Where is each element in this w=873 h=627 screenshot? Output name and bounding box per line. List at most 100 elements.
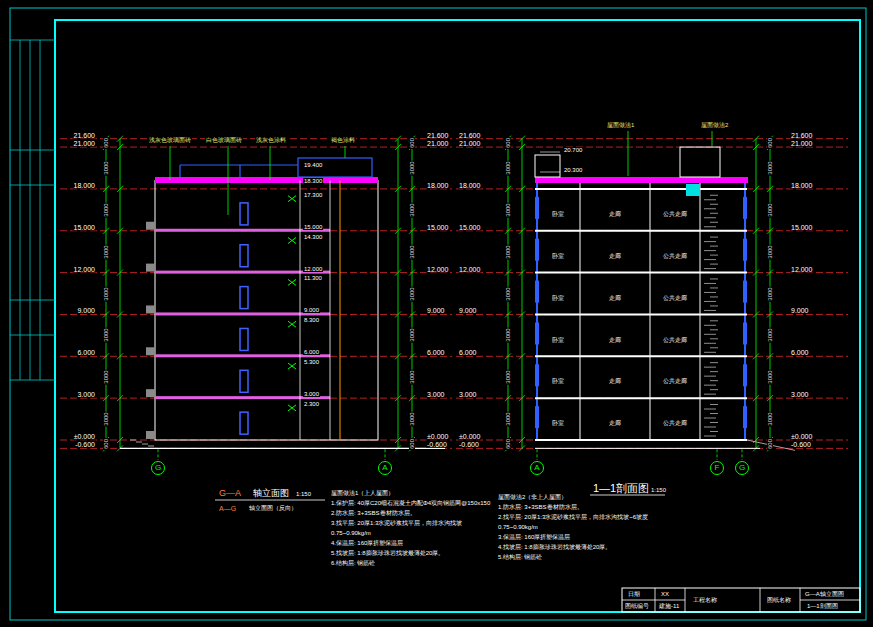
stair-step — [710, 264, 718, 265]
dimension-tick — [505, 270, 511, 276]
stair-mark — [288, 363, 296, 369]
stair-step — [710, 380, 718, 381]
roof-note: 2.找平层: 20厚1:3水泥砂浆找平层，向排水沟找坡~6坡度 — [497, 514, 649, 520]
room-name: 公共走廊 — [662, 253, 688, 259]
dimension: 3000 — [409, 160, 415, 175]
stair-wall — [300, 181, 301, 440]
dimension-tick — [767, 311, 773, 317]
roof-note: 3.保温层: 160厚挤塑保温层 — [497, 534, 571, 540]
stair-step — [710, 320, 718, 321]
stair-penthouse — [680, 147, 720, 177]
margin-strip-line — [10, 185, 55, 186]
dimension: 3000 — [103, 160, 109, 175]
level-mark: 12.000 — [790, 265, 813, 272]
level-mark: 12.000 — [426, 265, 449, 272]
leader-line — [270, 146, 271, 180]
dimension: 3000 — [103, 286, 109, 301]
level-line — [60, 188, 452, 189]
step — [148, 446, 154, 447]
dimension-tick — [395, 228, 401, 234]
room-name: 公共走廊 — [662, 337, 688, 343]
stair-step — [710, 371, 718, 372]
level-mark: 3.000 — [426, 391, 446, 398]
title-cell: 1—1剖面图 — [806, 603, 839, 609]
leader-line — [228, 146, 229, 215]
level-mark: 21.600 — [426, 131, 449, 138]
level-mark: ±0.000 — [426, 433, 449, 440]
dimension-tick — [519, 437, 525, 443]
floor-slab — [535, 355, 747, 357]
stair-rail — [340, 181, 341, 440]
dimension-tick — [505, 186, 511, 192]
level-mark: 6.000 — [458, 349, 478, 356]
window — [240, 412, 248, 434]
level-mark: 20.700 — [563, 147, 583, 153]
level-mark: ±0.000 — [458, 433, 481, 440]
level-mark: 9.000 — [76, 307, 96, 314]
dimension: 3000 — [103, 328, 109, 343]
dimension: 3000 — [505, 411, 511, 426]
window-cut — [535, 239, 539, 261]
stair-step — [710, 389, 718, 390]
stair-step — [710, 213, 718, 214]
dimension-tick — [519, 395, 525, 401]
dimension-tick — [519, 270, 525, 276]
roof-note: 0.75~0.90kg/m — [330, 530, 372, 536]
dimension: 3000 — [409, 411, 415, 426]
room-name: 公共走廊 — [662, 295, 688, 301]
outer-frame — [10, 8, 866, 620]
dimension-tick — [519, 136, 525, 142]
title-cell: 图纸名称 — [766, 597, 792, 603]
dimension: 3000 — [767, 328, 773, 343]
stair-step — [704, 325, 716, 326]
level-mark — [540, 152, 560, 153]
view-title: 轴立面图 — [252, 489, 290, 498]
material-callout: 浅灰色涂料 — [255, 137, 287, 143]
title-block — [622, 588, 860, 612]
stair-step — [704, 283, 716, 284]
level-mark: 2.300 — [303, 401, 320, 407]
stair-mark — [288, 363, 296, 369]
stair-step — [704, 310, 716, 311]
dimension-tick — [767, 353, 773, 359]
stair-step — [704, 376, 716, 377]
level-mark: 6.000 — [303, 349, 320, 355]
dimension-tick — [505, 311, 511, 317]
axis-label: G — [155, 464, 161, 472]
scale: 1:150 — [295, 491, 312, 497]
level-mark: 9.000 — [426, 307, 446, 314]
material-callout: 褐色涂料 — [330, 137, 356, 143]
dimension: 3000 — [767, 244, 773, 259]
level-mark: 12.000 — [458, 265, 481, 272]
room-name: 公共走廊 — [662, 211, 688, 217]
roof-note: 0.75~0.90kg/m — [497, 524, 539, 530]
stair-step — [710, 287, 718, 288]
dimension: 600 — [103, 137, 109, 149]
dimension-line — [756, 139, 757, 449]
dimension: 600 — [103, 438, 109, 450]
dimension-tick — [117, 270, 123, 276]
window-cut — [743, 239, 747, 261]
level-mark: -0.600 — [426, 441, 448, 448]
stair-step — [710, 246, 718, 247]
dimension-tick — [505, 353, 511, 359]
stair-step — [704, 250, 716, 251]
room-name: 公共走廊 — [662, 420, 688, 426]
title-cell: 建施-11 — [658, 603, 680, 609]
dimension: 3000 — [409, 244, 415, 259]
room-name: 走廊 — [608, 337, 622, 343]
window-cut — [743, 281, 747, 303]
stair-step — [710, 255, 718, 256]
dimension: 3000 — [767, 411, 773, 426]
level-line — [456, 147, 848, 148]
dimension: 3000 — [409, 328, 415, 343]
level-mark — [540, 172, 560, 173]
leader-line — [170, 146, 171, 180]
dimension-tick — [409, 186, 415, 192]
level-mark: 15.000 — [426, 223, 449, 230]
title-block-line — [622, 600, 685, 601]
stair-step — [710, 422, 718, 423]
window-cut — [743, 406, 747, 428]
roof-note: 6.结构层: 钢筋砼 — [330, 560, 376, 566]
stair-step — [710, 296, 718, 297]
